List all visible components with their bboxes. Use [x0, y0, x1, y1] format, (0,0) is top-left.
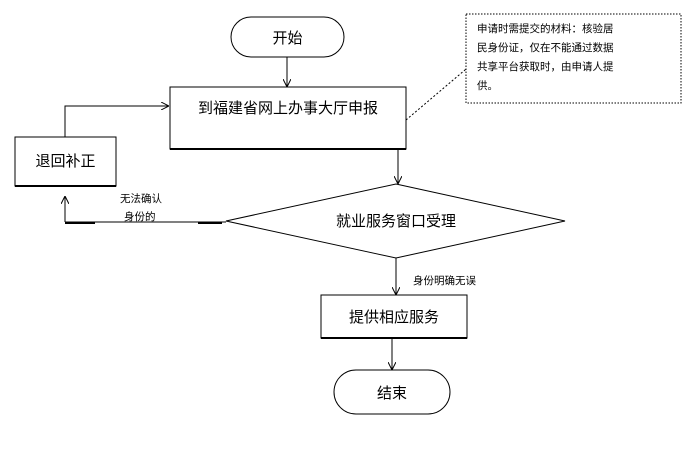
note-connector — [405, 63, 473, 121]
arrow-return-to-apply — [64, 106, 168, 137]
apply-online-node: 到福建省网上办事大厅申报 — [169, 86, 407, 150]
materials-note: 申请时需提交的材料：核验居 民身份证，仅在不能通过数据 共享平台获取时，由申请人… — [465, 13, 682, 104]
return-correct-label: 退回补正 — [35, 152, 95, 170]
note-line-1: 申请时需提交的材料：核验居 — [477, 22, 614, 35]
end-label: 结束 — [377, 384, 407, 402]
note-line-2: 民身份证，仅在不能通过数据 — [477, 41, 614, 54]
apply-online-label: 到福建省网上办事大厅申报 — [198, 99, 378, 117]
start-node: 开始 — [230, 16, 345, 58]
cannot-confirm-label-line2: 身份的 — [124, 210, 156, 223]
note-line-4: 供。 — [477, 79, 498, 92]
identity-ok-label: 身份明确无误 — [413, 274, 476, 287]
window-accept-node: 就业服务窗口受理 — [225, 183, 566, 259]
start-label: 开始 — [272, 29, 302, 47]
provide-service-node: 提供相应服务 — [320, 294, 468, 339]
return-correct-node: 退回补正 — [14, 136, 117, 187]
cannot-confirm-label-line1: 无法确认 — [120, 192, 162, 205]
note-line-3: 共享平台获取时，由申请人提 — [477, 60, 614, 73]
reject-path — [65, 197, 226, 224]
window-accept-label: 就业服务窗口受理 — [336, 212, 456, 230]
provide-service-label: 提供相应服务 — [349, 308, 439, 326]
end-node: 结束 — [333, 369, 451, 415]
